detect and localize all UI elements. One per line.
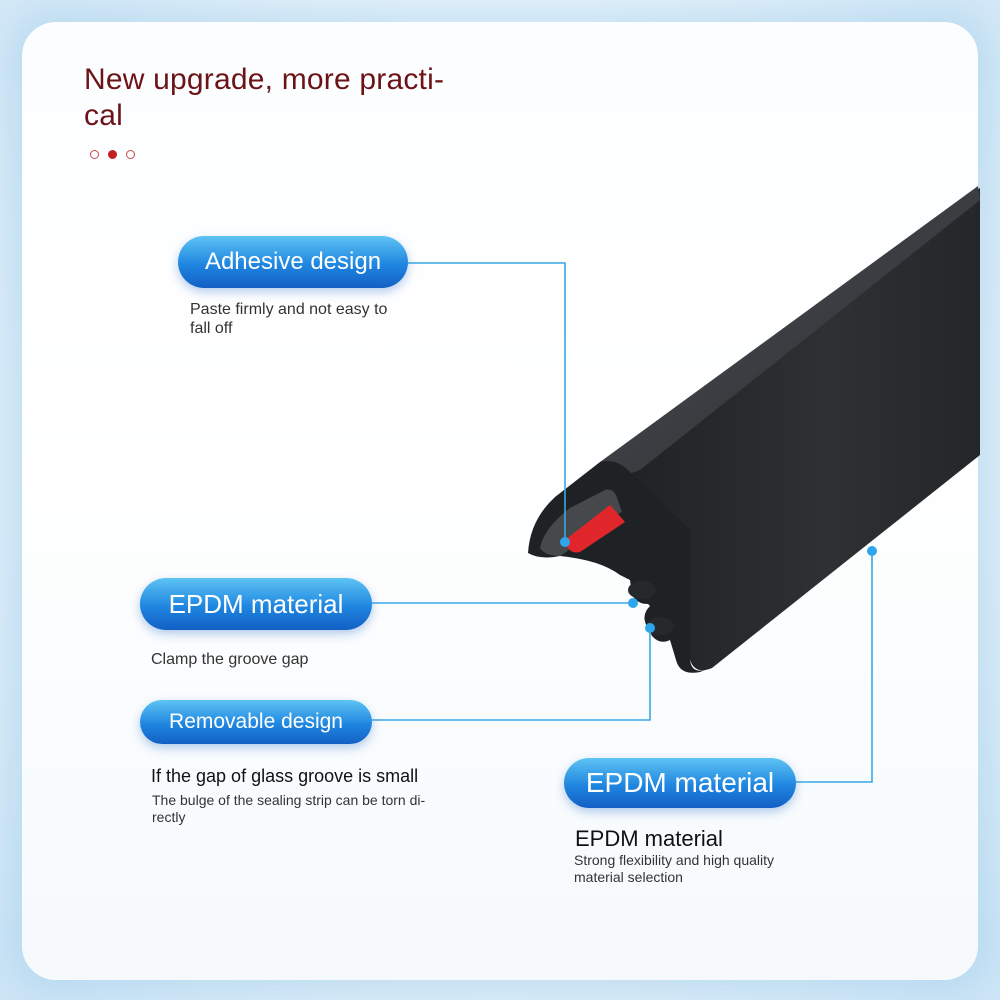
epdm-material-description-2: Strong flexibility and high quality mate… [574,852,775,885]
strip-body [600,188,980,671]
endpoint-removable [645,623,655,633]
removable-design-title: If the gap of glass groove is small [151,766,419,786]
adhesive-tape [565,505,625,553]
pill-label: EPDM material [585,767,775,798]
indicator-dot-1[interactable] [90,150,99,159]
headline: New upgrade, more practi- cal [84,63,445,132]
leader-line-adhesive [408,262,566,542]
epdm-material-description-1: Clamp the groove gap [151,651,309,668]
removable-design-description: The bulge of the sealing strip can be to… [152,792,426,825]
leader-line-removable [372,628,651,721]
indicator-dot-2-active[interactable] [108,150,117,159]
pill-label: EPDM material [168,588,344,619]
leader-line-epdm-2 [796,551,873,783]
strip-top-face [600,186,980,475]
epdm-material-pill-1: EPDM material [140,578,372,630]
epdm-material-title-2: EPDM material [575,826,723,851]
pill-label: Adhesive design [204,248,382,275]
indicator-dot-3[interactable] [126,150,135,159]
endpoint-epdm-1 [628,598,638,608]
adhesive-design-pill: Adhesive design [178,236,408,288]
adhesive-design-description: Paste firmly and not easy to fall off [190,301,388,337]
endpoint-epdm-2 [867,546,877,556]
pill-label: Removable design [169,710,343,733]
carousel-indicator [90,150,135,159]
strip-rib-1 [628,581,656,599]
leader-lines [372,262,873,783]
strip-inner-groove [540,489,622,556]
endpoint-adhesive [560,537,570,547]
leader-endpoints [560,537,877,633]
epdm-material-pill-2: EPDM material [564,758,796,808]
removable-design-pill: Removable design [140,700,372,744]
